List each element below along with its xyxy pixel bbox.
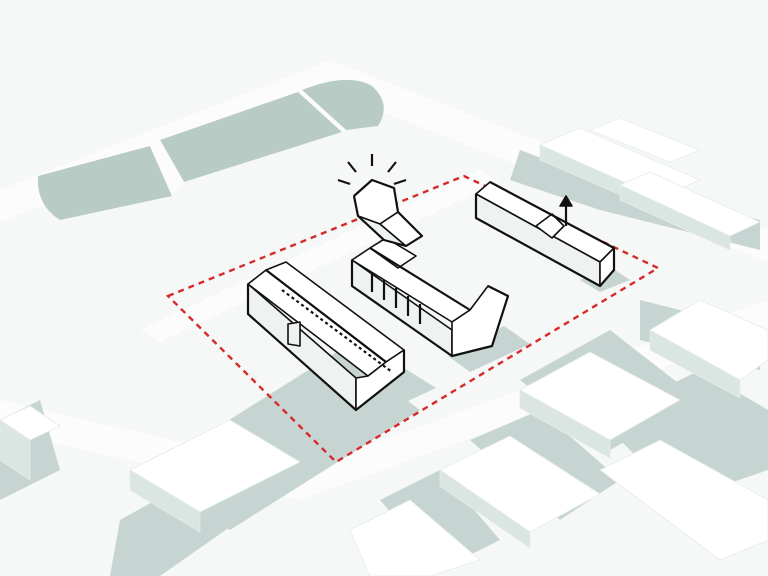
context-building	[599, 439, 768, 561]
context-buildings	[0, 117, 768, 576]
green-area	[37, 79, 384, 220]
context-building	[439, 469, 531, 549]
burst-icon	[337, 154, 407, 186]
burst-ray	[393, 178, 407, 186]
shadow	[360, 368, 436, 414]
roof-ridge	[265, 269, 387, 363]
context-building	[0, 419, 31, 481]
arrow-head	[559, 195, 573, 207]
shadow	[380, 470, 500, 570]
building-tower	[352, 178, 424, 248]
burst-ray	[347, 161, 357, 173]
context-building	[519, 389, 611, 459]
tower-outline	[352, 178, 424, 248]
park-patch	[302, 79, 384, 130]
building-middle	[350, 237, 510, 358]
park-path	[150, 140, 184, 196]
burst-ray	[337, 178, 351, 186]
context-building	[649, 329, 741, 399]
building-outline	[474, 194, 616, 288]
roof-dashed-line	[281, 289, 393, 373]
context-building	[588, 117, 702, 163]
building-right	[474, 181, 616, 288]
context-building	[349, 499, 481, 576]
park-path	[298, 90, 346, 132]
park-patch	[37, 146, 172, 220]
roof-ridge	[369, 247, 471, 311]
road	[140, 170, 500, 342]
context-building	[619, 184, 731, 251]
park-patch	[160, 92, 342, 182]
burst-ray	[387, 161, 397, 173]
building-opening	[287, 321, 301, 347]
building-left	[246, 261, 406, 412]
colonnade	[370, 272, 422, 324]
shadow	[448, 326, 530, 372]
roof-ridge	[489, 181, 615, 249]
building-outline	[246, 284, 406, 412]
roof-dormer	[535, 213, 565, 239]
arrow-up-icon	[559, 195, 573, 226]
context-building	[129, 469, 201, 533]
building-roof	[369, 237, 417, 269]
building-outline	[350, 260, 510, 358]
